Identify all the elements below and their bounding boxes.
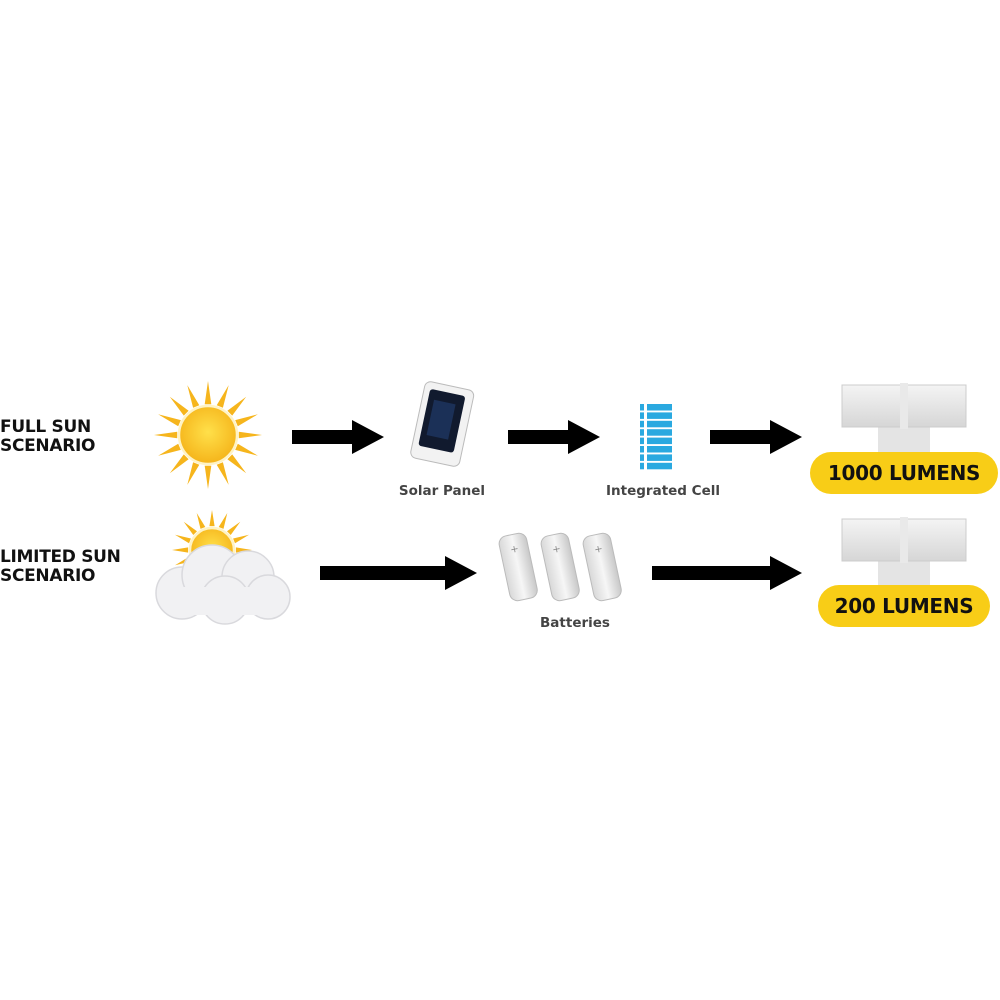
cell-segment bbox=[647, 454, 672, 461]
sun-icon bbox=[154, 381, 262, 489]
cell-segment bbox=[640, 454, 644, 461]
solar-panel-icon bbox=[410, 381, 475, 467]
arrow-icon bbox=[320, 556, 477, 590]
cloudy-sun-icon bbox=[155, 510, 291, 625]
arrow-icon bbox=[652, 556, 802, 590]
svg-text:+: + bbox=[593, 544, 603, 557]
sun-ray bbox=[154, 381, 262, 489]
scenario-line1: FULL SUN bbox=[0, 417, 91, 437]
cell-segment bbox=[647, 429, 672, 436]
cell-segment bbox=[640, 404, 644, 411]
arrow-icon bbox=[508, 420, 600, 454]
output-badge-1000: 1000 LUMENS bbox=[810, 452, 998, 494]
svg-text:+: + bbox=[509, 544, 519, 557]
solar-panel-label: Solar Panel bbox=[398, 483, 486, 499]
cell-segment bbox=[647, 420, 672, 428]
cell-segment bbox=[647, 437, 672, 445]
arrow-icon bbox=[710, 420, 802, 454]
cell-segment bbox=[640, 446, 644, 453]
scenario-line2: SCENARIO bbox=[0, 436, 96, 456]
flood-light-icon bbox=[841, 517, 967, 589]
svg-text:+: + bbox=[551, 544, 561, 557]
cell-segment bbox=[647, 412, 672, 419]
full-sun-scenario-label: FULL SUN SCENARIO bbox=[0, 418, 95, 456]
scenario-line2: SCENARIO bbox=[0, 566, 96, 586]
cell-segment bbox=[640, 462, 644, 470]
cell-segment bbox=[640, 429, 644, 436]
integrated-cell-label: Integrated Cell bbox=[606, 483, 720, 499]
sun-core bbox=[177, 404, 239, 466]
integrated-cell-icon bbox=[640, 404, 672, 470]
cell-segment bbox=[647, 404, 672, 411]
cell-segment bbox=[647, 462, 672, 470]
cell-segment bbox=[640, 420, 644, 428]
batteries-label: Batteries bbox=[540, 615, 610, 631]
cell-segment bbox=[647, 446, 672, 453]
scenario-line1: LIMITED SUN bbox=[0, 547, 121, 567]
flood-light-icon bbox=[841, 383, 967, 455]
arrow-icon bbox=[292, 420, 384, 454]
output-badge-200: 200 LUMENS bbox=[818, 585, 990, 627]
cell-segment bbox=[640, 412, 644, 419]
cell-segment bbox=[640, 437, 644, 445]
batteries-icon: + + + bbox=[498, 532, 622, 602]
limited-sun-scenario-label: LIMITED SUN SCENARIO bbox=[0, 548, 121, 586]
